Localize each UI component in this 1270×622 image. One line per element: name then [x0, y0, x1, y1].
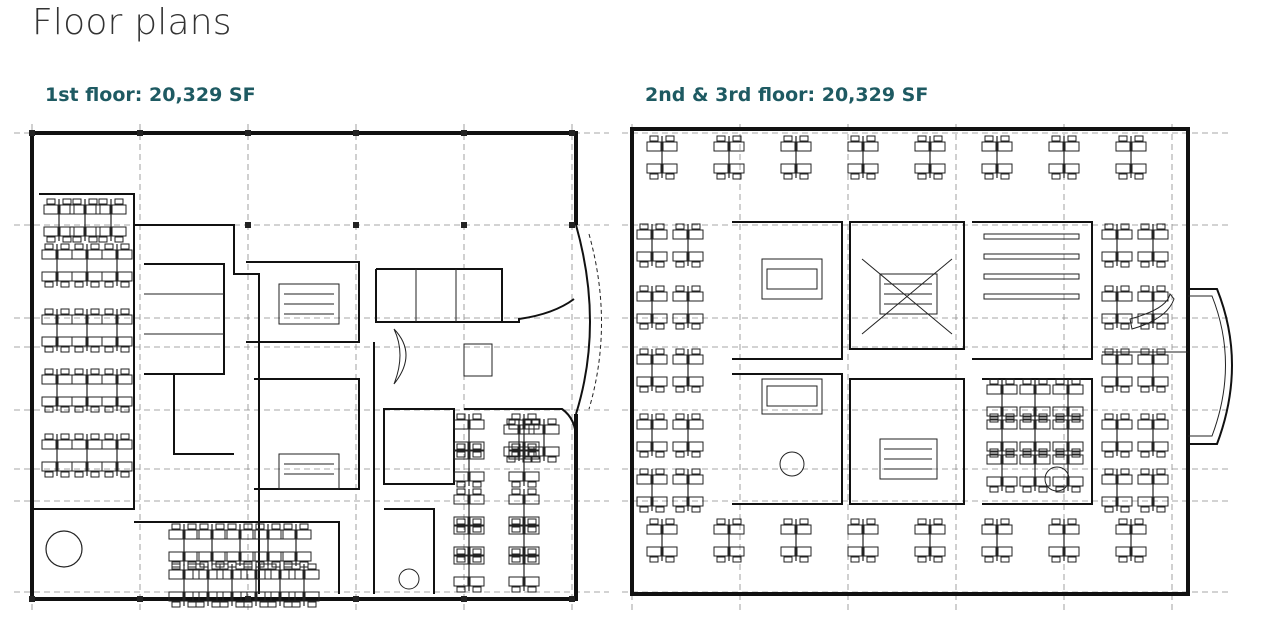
workstation-cluster — [1101, 468, 1133, 513]
workstation-cluster — [981, 518, 1013, 563]
workstation-cluster — [914, 518, 946, 563]
workstation-cluster — [453, 443, 485, 488]
workstation-cluster — [636, 413, 668, 458]
workstation-cluster — [224, 523, 256, 568]
workstation-cluster — [1101, 223, 1133, 268]
workstation-cluster — [528, 418, 560, 463]
workstation-cluster — [41, 433, 73, 478]
interior-walls — [32, 193, 577, 594]
workstation-cluster — [280, 523, 312, 568]
workstation-cluster — [1101, 413, 1133, 458]
workstation-cluster — [101, 433, 133, 478]
workstation-cluster — [453, 518, 485, 563]
workstation-cluster — [847, 518, 879, 563]
bench-desk — [983, 293, 1080, 300]
conference-table — [766, 385, 818, 407]
workstation-cluster — [1115, 518, 1147, 563]
round-table — [45, 530, 83, 568]
workstation-cluster — [508, 548, 540, 593]
workstation-cluster — [240, 563, 272, 608]
workstation-cluster — [453, 548, 485, 593]
workstation-cluster — [101, 243, 133, 288]
conference-table — [766, 268, 818, 290]
workstation-cluster — [672, 468, 704, 513]
workstation-cluster — [636, 223, 668, 268]
bench-desk — [983, 253, 1080, 260]
workstation-cluster — [503, 418, 535, 463]
workstation-cluster — [1052, 413, 1084, 458]
workstation-cluster — [1101, 348, 1133, 393]
workstation-cluster — [636, 348, 668, 393]
workstation-cluster — [1137, 223, 1169, 268]
bench-desk — [983, 233, 1080, 240]
round-table — [1044, 466, 1070, 492]
workstation-cluster — [41, 308, 73, 353]
workstation-cluster — [1048, 135, 1080, 180]
workstation-cluster — [1137, 285, 1169, 330]
round-table — [779, 451, 805, 477]
workstation-furniture — [636, 135, 1169, 563]
workstation-cluster — [101, 308, 133, 353]
workstation-cluster — [914, 135, 946, 180]
workstation-furniture — [41, 198, 560, 608]
workstation-cluster — [1019, 448, 1051, 493]
workstation-cluster — [288, 563, 320, 608]
workstation-cluster — [216, 563, 248, 608]
upper-floors-label: 2nd & 3rd floor: 20,329 SF — [645, 84, 929, 106]
workstation-cluster — [713, 135, 745, 180]
columns — [29, 130, 575, 602]
workstation-cluster — [713, 518, 745, 563]
workstation-cluster — [981, 135, 1013, 180]
workstation-cluster — [41, 243, 73, 288]
workstation-cluster — [847, 135, 879, 180]
workstation-cluster — [986, 413, 1018, 458]
interior-walls — [732, 221, 1188, 505]
grid-lines — [622, 124, 1232, 612]
workstation-cluster — [1137, 413, 1169, 458]
workstation-cluster — [636, 468, 668, 513]
round-table — [398, 568, 420, 590]
workstation-cluster — [71, 243, 103, 288]
workstation-cluster — [672, 285, 704, 330]
workstation-cluster — [1019, 378, 1051, 423]
workstation-cluster — [71, 433, 103, 478]
workstation-cluster — [168, 523, 200, 568]
workstation-cluster — [1115, 135, 1147, 180]
workstation-cluster — [1052, 448, 1084, 493]
workstation-cluster — [646, 135, 678, 180]
workstation-cluster — [508, 488, 540, 533]
first-floor-label: 1st floor: 20,329 SF — [45, 84, 256, 106]
workstation-cluster — [672, 223, 704, 268]
page-title: Floor plans — [32, 2, 232, 43]
workstation-cluster — [69, 198, 101, 243]
workstation-cluster — [95, 198, 127, 243]
upper-floors-plan — [622, 124, 1233, 612]
workstation-cluster — [646, 518, 678, 563]
workstation-cluster — [71, 368, 103, 413]
workstation-cluster — [71, 308, 103, 353]
workstation-cluster — [1048, 518, 1080, 563]
first-floor-plan — [14, 124, 609, 612]
workstation-cluster — [780, 518, 812, 563]
workstation-cluster — [672, 413, 704, 458]
workstation-cluster — [1137, 348, 1169, 393]
workstation-cluster — [196, 523, 228, 568]
exterior-walls — [630, 127, 1233, 596]
grid-lines — [14, 124, 609, 612]
workstation-cluster — [672, 348, 704, 393]
workstation-cluster — [780, 135, 812, 180]
workstation-cluster — [252, 523, 284, 568]
workstation-cluster — [1101, 285, 1133, 330]
bench-desk — [983, 273, 1080, 280]
workstation-cluster — [1137, 468, 1169, 513]
workstation-cluster — [636, 285, 668, 330]
workstation-cluster — [986, 448, 1018, 493]
workstation-cluster — [41, 368, 73, 413]
exterior-walls — [30, 131, 602, 601]
workstation-cluster — [101, 368, 133, 413]
workstation-cluster — [43, 198, 75, 243]
